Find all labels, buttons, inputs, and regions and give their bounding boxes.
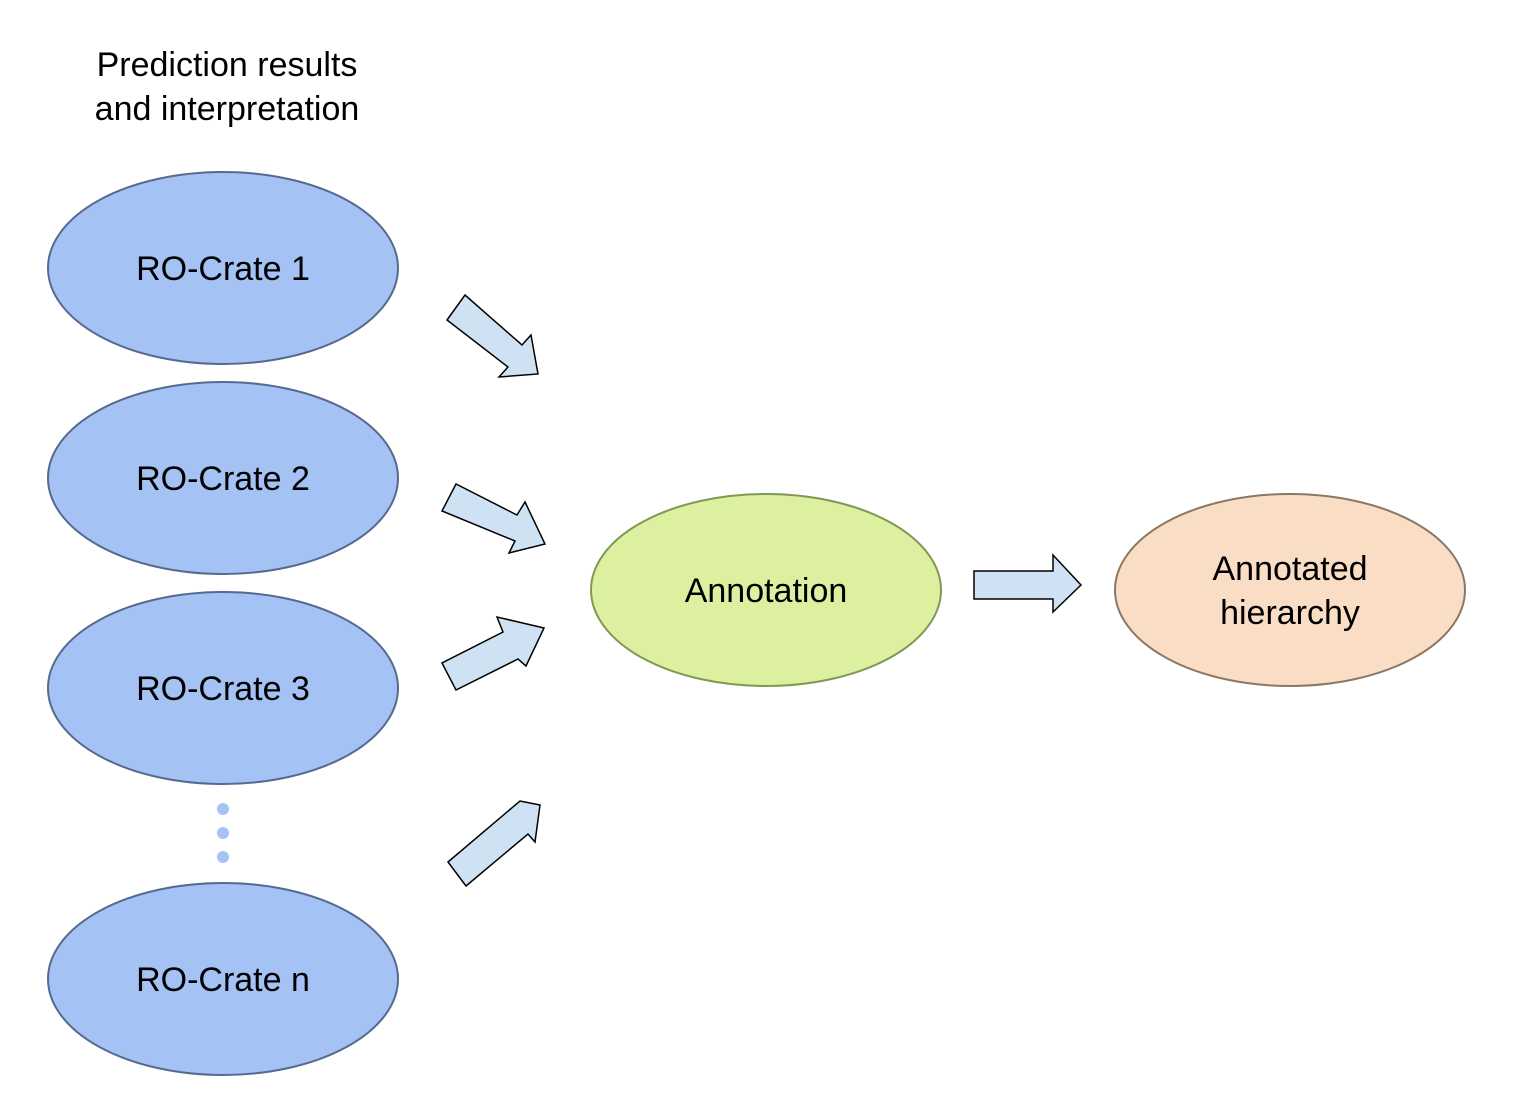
crate-node-1-shape <box>47 171 399 365</box>
arrow-crate3-to-annotation-icon <box>440 615 546 692</box>
crate-node-2: RO-Crate 2 <box>47 381 399 575</box>
ellipsis-dot <box>217 803 229 815</box>
arrow-craten-to-annotation-icon <box>446 800 541 888</box>
ellipsis-dot <box>217 851 229 863</box>
crate-node-1-label: RO-Crate 1 <box>136 250 310 288</box>
annotated-hierarchy-label-line2: hierarchy <box>1220 594 1360 632</box>
crate-node-2-shape <box>47 381 399 575</box>
annotation-node: Annotation <box>590 493 942 687</box>
crate-node-n: RO-Crate n <box>47 882 399 1076</box>
annotated-hierarchy-node-shape <box>1114 493 1466 687</box>
vertical-ellipsis-icon <box>217 803 229 863</box>
crate-node-1: RO-Crate 1 <box>47 171 399 365</box>
annotated-hierarchy-node: Annotated hierarchy <box>1114 493 1466 687</box>
ellipsis-dot <box>217 827 229 839</box>
crate-node-3: RO-Crate 3 <box>47 591 399 785</box>
arrow-annotation-to-output-icon <box>973 553 1083 614</box>
arrow-crate1-to-annotation-icon <box>445 293 539 378</box>
crate-node-n-shape <box>47 882 399 1076</box>
annotation-node-label: Annotation <box>685 572 848 610</box>
crate-node-2-label: RO-Crate 2 <box>136 460 310 498</box>
crate-node-3-label: RO-Crate 3 <box>136 670 310 708</box>
header-title-line2: and interpretation <box>95 90 360 128</box>
header-title-line1: Prediction results <box>97 46 358 84</box>
crate-node-n-label: RO-Crate n <box>136 961 310 999</box>
annotated-hierarchy-label-line1: Annotated <box>1212 550 1367 588</box>
crate-node-3-shape <box>47 591 399 785</box>
arrow-crate2-to-annotation-icon <box>440 482 547 555</box>
annotation-node-shape <box>590 493 942 687</box>
